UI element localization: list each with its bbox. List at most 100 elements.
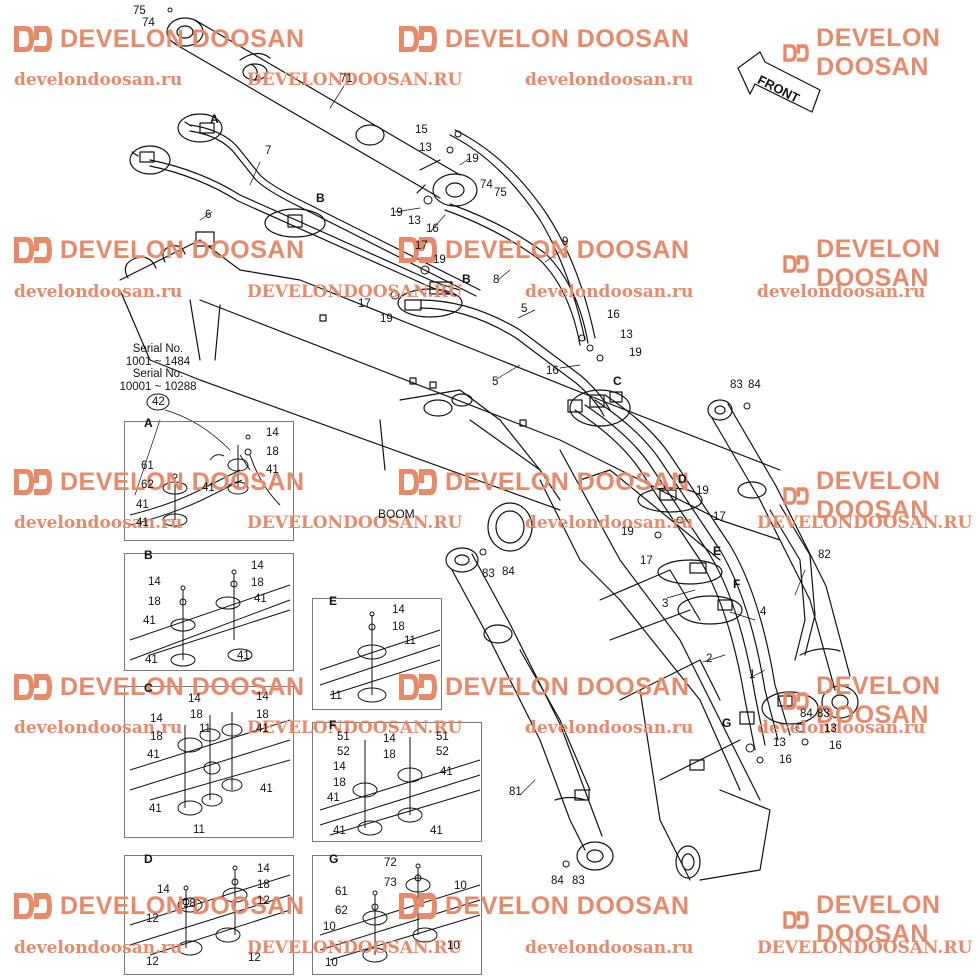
- detail-label: 18: [251, 577, 264, 589]
- callout: 75: [133, 5, 146, 17]
- detail-box-g: [312, 855, 482, 975]
- detail-letter-g: G: [329, 852, 339, 866]
- watermark-url: develondoosan.ru: [14, 938, 183, 958]
- detail-box-a: [124, 421, 294, 541]
- callout-letter: B: [316, 191, 325, 205]
- callout: 74: [480, 179, 493, 191]
- brand-mark-icon: [783, 44, 809, 62]
- callout: 13: [419, 142, 432, 154]
- detail-label: 72: [384, 857, 397, 869]
- detail-label: 41: [147, 749, 160, 761]
- callout: 13: [824, 723, 837, 735]
- watermark-logo: DEVELON DOOSAN: [397, 235, 690, 265]
- detail-label: 41: [333, 825, 346, 837]
- callout: 19: [696, 485, 709, 497]
- callout: 17: [358, 298, 371, 310]
- callout: 13: [620, 329, 633, 341]
- watermark-brand: DEVELON DOOSAN: [60, 891, 305, 920]
- watermark-url: DEVELONDOOSAN.RU: [247, 718, 463, 738]
- callout: 19: [621, 526, 634, 538]
- watermark-brand: DEVELON DOOSAN: [816, 467, 941, 524]
- brand-mark-icon: [399, 893, 437, 919]
- detail-label: 52: [436, 746, 449, 758]
- watermark-url: develondoosan.ru: [14, 70, 183, 90]
- callout-letter: D: [678, 472, 687, 486]
- boom-cylinder-71: [166, 17, 478, 207]
- watermark-logo: DEVELON DOOSAN: [782, 891, 980, 949]
- callout: 19: [466, 153, 479, 165]
- callout: 71: [340, 73, 353, 85]
- watermark-logo: DEVELON DOOSAN: [12, 891, 305, 921]
- detail-box-b: [124, 553, 294, 671]
- callout-letter: B: [462, 272, 471, 286]
- detail-label: 52: [337, 746, 350, 758]
- callout: 16: [546, 365, 559, 377]
- detail-label: 18: [183, 898, 196, 910]
- watermark-logo: DEVELON DOOSAN: [12, 24, 305, 54]
- callout: 16: [779, 754, 792, 766]
- detail-label: 41: [145, 654, 158, 666]
- detail-label: 62: [141, 479, 154, 491]
- callout: 16: [829, 740, 842, 752]
- brand-mark-icon: [783, 255, 809, 273]
- callout: 74: [142, 17, 155, 29]
- watermark-logo: DEVELON DOOSAN: [782, 235, 980, 293]
- watermark-url: DEVELONDOOSAN.RU: [247, 938, 463, 958]
- detail-label: 41: [440, 766, 453, 778]
- callout: 17: [713, 511, 726, 523]
- callout: 84: [551, 875, 564, 887]
- detail-letter-a: A: [144, 416, 153, 430]
- detail-label: 41: [136, 517, 149, 529]
- callout-letter: E: [713, 544, 722, 558]
- watermark-brand: DEVELON DOOSAN: [816, 672, 941, 729]
- callout: 19: [380, 313, 393, 325]
- brand-mark-icon: [14, 26, 52, 52]
- detail-label: 18: [148, 596, 161, 608]
- detail-letter-b: B: [144, 548, 153, 562]
- detail-label: 14: [333, 761, 346, 773]
- brand-mark-icon: [14, 893, 52, 919]
- watermark-url: develondoosan.ru: [525, 718, 694, 738]
- brand-mark-icon: [399, 237, 437, 263]
- detail-label: 41: [143, 615, 156, 627]
- pipe-bundle-1-4: [567, 389, 819, 751]
- detail-letter-c: C: [144, 681, 153, 695]
- callout: 19: [433, 254, 446, 266]
- fittings: [167, 7, 809, 868]
- callout: 13: [773, 737, 786, 749]
- watermark-brand: DEVELON DOOSAN: [816, 24, 941, 81]
- arm-cylinder-82: [707, 399, 859, 719]
- watermark-logo: DEVELON DOOSAN: [397, 467, 690, 497]
- detail-label: 61: [335, 886, 348, 898]
- watermark-logo: DEVELON DOOSAN: [12, 672, 305, 702]
- callout: 83: [482, 568, 495, 580]
- brand-mark-icon: [14, 469, 52, 495]
- detail-label: 14: [148, 576, 161, 588]
- detail-label: 18: [333, 777, 346, 789]
- detail-letter-d: D: [144, 852, 153, 866]
- detail-label: 14: [266, 427, 279, 439]
- callout: 9: [562, 236, 569, 248]
- watermark-url: develondoosan.ru: [525, 70, 694, 90]
- detail-label: 12: [248, 952, 261, 964]
- detail-label: 14: [256, 691, 269, 703]
- watermark-brand: DEVELON DOOSAN: [60, 672, 305, 701]
- watermark-url: develondoosan.ru: [757, 718, 926, 738]
- callout: 7: [265, 145, 272, 157]
- callout: 19: [629, 347, 642, 359]
- watermark-brand: DEVELON DOOSAN: [445, 891, 690, 920]
- detail-label: 10: [323, 921, 336, 933]
- callout: 83: [730, 379, 743, 391]
- watermark-url: DEVELONDOOSAN.RU: [757, 938, 973, 958]
- detail-label: 12: [146, 913, 159, 925]
- callout-letter: C: [613, 374, 622, 388]
- detail-label: 14: [188, 693, 201, 705]
- watermark-brand: DEVELON DOOSAN: [816, 235, 941, 292]
- callout-letter: G: [722, 716, 732, 730]
- brand-mark-icon: [399, 674, 437, 700]
- detail-label: 41: [260, 783, 273, 795]
- detail-label: 41: [149, 803, 162, 815]
- detail-label: 41: [136, 499, 149, 511]
